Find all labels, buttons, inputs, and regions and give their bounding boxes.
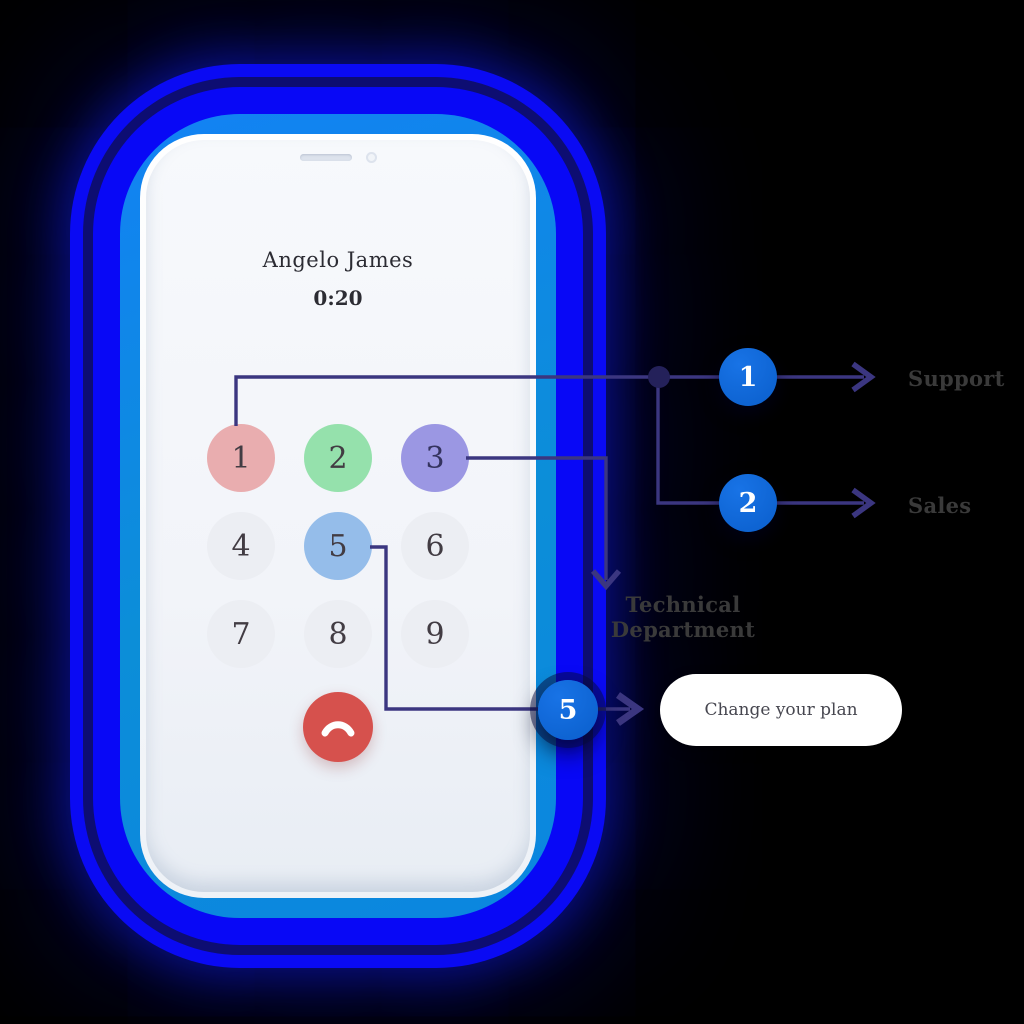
phone-case-ring: Angelo James 0:20 1 2 3 4 5 6 7 8 <box>83 77 593 955</box>
phone-case: Angelo James 0:20 1 2 3 4 5 6 7 8 <box>70 64 606 968</box>
dialpad: 1 2 3 4 5 6 7 8 9 <box>207 424 469 668</box>
camera-icon <box>365 152 377 163</box>
dialpad-key-3[interactable]: 3 <box>401 424 469 492</box>
speaker-grille-icon <box>299 154 352 161</box>
dialpad-key-5[interactable]: 5 <box>304 512 372 580</box>
phone-bezel: Angelo James 0:20 1 2 3 4 5 6 7 8 <box>140 134 536 898</box>
dialpad-key-2[interactable]: 2 <box>304 424 372 492</box>
dialpad-key-8[interactable]: 8 <box>304 600 372 668</box>
junction-dot <box>648 366 670 388</box>
phone-case-ring: Angelo James 0:20 1 2 3 4 5 6 7 8 <box>120 114 556 918</box>
phone-case-ring: Angelo James 0:20 1 2 3 4 5 6 7 8 <box>93 87 583 945</box>
branch-node-1: 1 <box>719 348 777 406</box>
end-call-button[interactable] <box>303 692 373 762</box>
arrow-right-icon <box>851 361 876 393</box>
device-top <box>146 152 530 163</box>
branch-label-technical-department: Technical Department <box>610 592 756 642</box>
phone-screen: Angelo James 0:20 1 2 3 4 5 6 7 8 <box>146 140 530 892</box>
phone-hangup-icon <box>321 721 355 737</box>
branch-node-5: 5 <box>538 680 598 740</box>
change-your-plan-label: Change your plan <box>704 700 858 720</box>
dialpad-key-9[interactable]: 9 <box>401 600 469 668</box>
caller-name: Angelo James <box>262 248 414 272</box>
call-timer: 0:20 <box>313 286 363 310</box>
dialpad-key-6[interactable]: 6 <box>401 512 469 580</box>
dialpad-key-7[interactable]: 7 <box>207 600 275 668</box>
branch-label-sales: Sales <box>908 493 972 518</box>
arrow-right-icon <box>615 692 645 726</box>
arrow-right-icon <box>851 487 876 519</box>
branch-node-2: 2 <box>719 474 777 532</box>
dialpad-key-4[interactable]: 4 <box>207 512 275 580</box>
change-your-plan-button[interactable]: Change your plan <box>660 674 902 746</box>
branch-label-support: Support <box>908 366 1005 391</box>
dialpad-key-1[interactable]: 1 <box>207 424 275 492</box>
